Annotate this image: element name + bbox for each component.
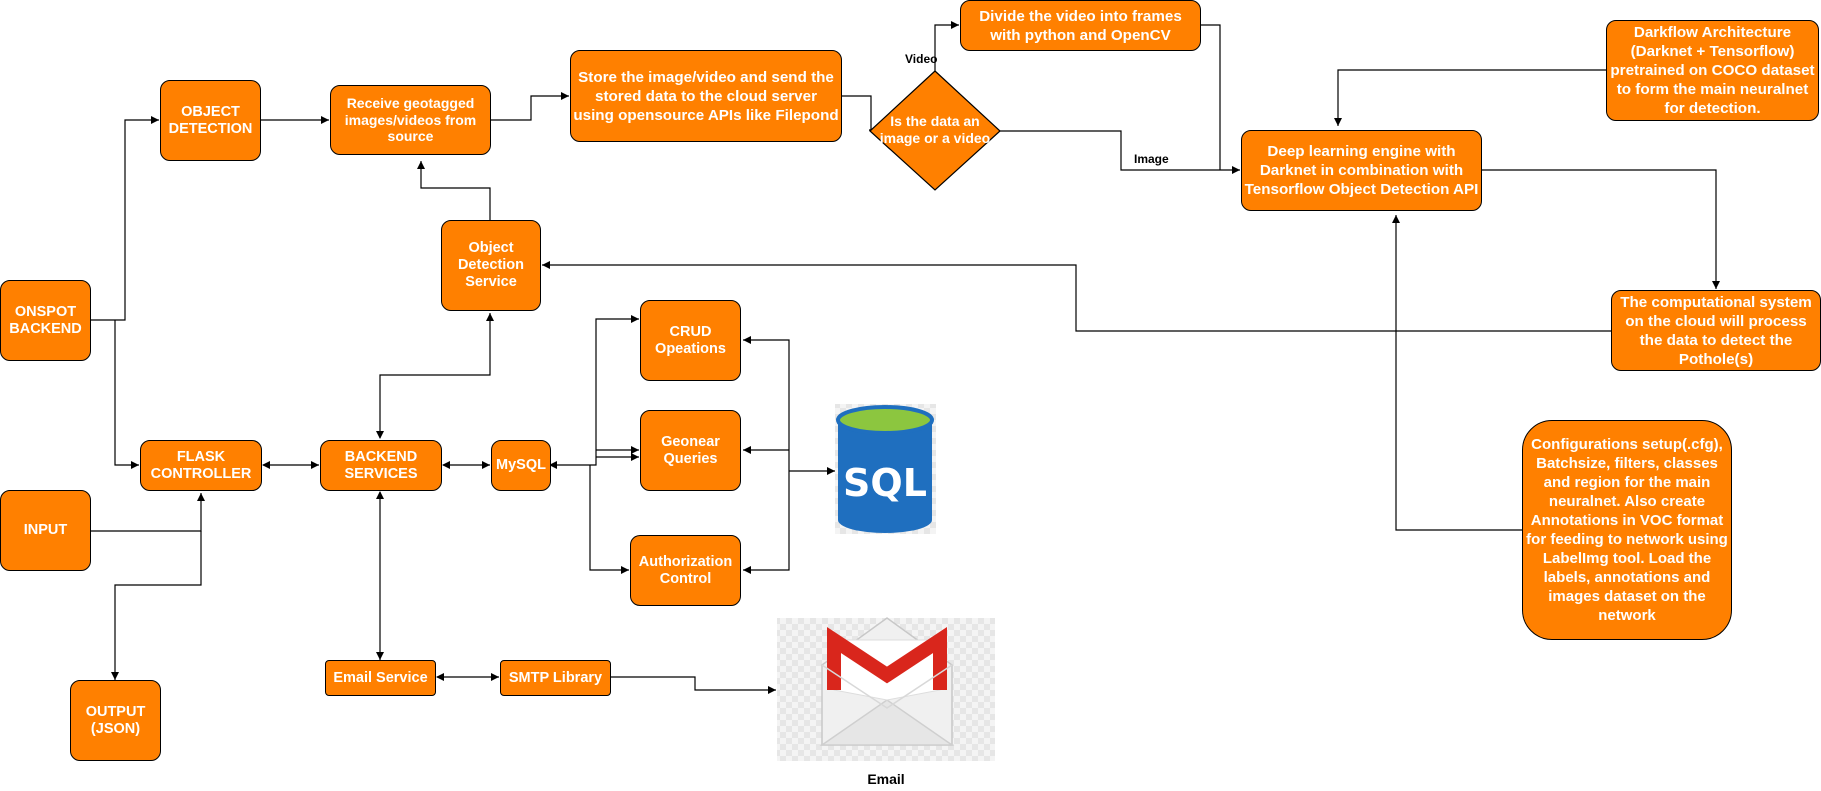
edge-onspot-flask — [114, 320, 139, 469]
edge-label-video: Video — [905, 52, 938, 66]
node-store-image[interactable]: Store the image/video and send the store… — [570, 50, 842, 142]
edge-deeplearning-computational — [1482, 169, 1720, 289]
node-email-service[interactable]: Email Service — [325, 660, 436, 696]
node-divide-video[interactable]: Divide the video into frames with python… — [960, 0, 1201, 51]
node-output[interactable]: OUTPUT (JSON) — [70, 680, 161, 761]
node-mysql[interactable]: MySQL — [491, 440, 551, 491]
node-input[interactable]: INPUT — [0, 490, 91, 571]
email-label: Email — [867, 771, 905, 787]
node-smtp-library[interactable]: SMTP Library — [500, 660, 611, 696]
node-geonear[interactable]: Geonear Queries — [640, 410, 741, 491]
edge-mysql-auth — [589, 465, 629, 574]
sql-icon-text: SQL — [843, 461, 927, 505]
gmail-icon — [777, 617, 995, 761]
node-onspot-backend[interactable]: ONSPOT BACKEND — [0, 280, 91, 361]
node-configurations[interactable]: Configurations setup(.cfg), Batchsize, f… — [1522, 420, 1732, 640]
database-icon: SQL — [835, 404, 936, 534]
edge-sql-auth — [743, 471, 790, 574]
decision-text: Is the data an image or a video — [879, 113, 991, 146]
edge-computational-ods — [542, 261, 1611, 332]
edge-divide-deeplearning — [1201, 24, 1221, 170]
node-flask-controller[interactable]: FLASK CONTROLLER — [140, 440, 262, 491]
node-receive-geotagged[interactable]: Receive geotagged images/videos from sou… — [330, 85, 491, 155]
node-authorization[interactable]: Authorization Control — [630, 535, 741, 606]
edge-config-deeplearning — [1392, 215, 1522, 531]
edge-decision-divide — [934, 21, 959, 71]
node-crud[interactable]: CRUD Opeations — [640, 300, 741, 381]
node-backend-services[interactable]: BACKEND SERVICES — [320, 440, 442, 491]
edge-mysql-crud — [549, 315, 639, 469]
edge-onspot-objdet — [90, 116, 159, 321]
edge-smtp-gmail — [611, 676, 776, 694]
edge-darkflow-deeplearning — [1334, 69, 1606, 126]
node-deep-learning[interactable]: Deep learning engine with Darknet in com… — [1241, 130, 1482, 211]
edge-decision-deeplearning — [1000, 130, 1240, 174]
decision-diamond — [869, 70, 1001, 191]
edge-ods-receive — [417, 161, 491, 220]
edge-sql-crud — [743, 336, 790, 471]
connectors — [90, 21, 1720, 694]
edge-label-image: Image — [1134, 152, 1169, 166]
node-computational-system[interactable]: The computational system on the cloud wi… — [1611, 290, 1821, 371]
node-object-detection-service[interactable]: Object Detection Service — [441, 220, 541, 311]
edge-flask-output — [111, 531, 202, 680]
edge-receive-store — [491, 92, 569, 121]
edge-backend-ods — [376, 313, 494, 439]
node-darkflow[interactable]: Darkflow Architecture (Darknet + Tensorf… — [1606, 20, 1819, 121]
node-object-detection[interactable]: OBJECT DETECTION — [160, 80, 261, 161]
edge-input-flask — [91, 493, 205, 532]
edge-store-decision — [842, 95, 877, 134]
